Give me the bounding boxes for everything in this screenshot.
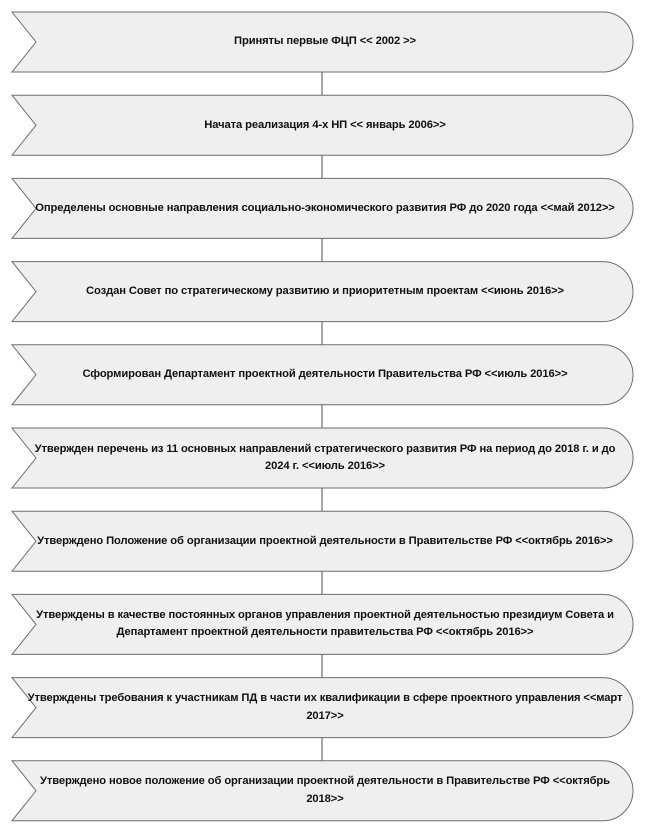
step-box-4	[10, 261, 634, 323]
step-label-10: Утверждено новое положение об организаци…	[40, 775, 610, 805]
step-label-9: Утверждены требования к участникам ПД в …	[27, 692, 623, 722]
step-box-6	[10, 427, 634, 489]
step-box-7	[10, 510, 634, 572]
step-box-2	[10, 94, 634, 156]
step-box-10	[10, 760, 634, 822]
step-label-5: Сформирован Департамент проектной деятел…	[82, 368, 568, 381]
step-box-8	[10, 593, 634, 655]
step-label-6: Утвержден перечень из 11 основных направ…	[34, 442, 616, 472]
step-box-5	[10, 344, 634, 406]
step-box-1	[10, 11, 634, 73]
step-box-9	[10, 677, 634, 739]
step-label-2: Начата реализация 4-х НП << январь 2006>…	[204, 118, 446, 131]
step-label-7: Утверждено Положение об организации прое…	[37, 534, 613, 547]
step-label-3: Определены основные направления социальн…	[35, 201, 615, 214]
step-label-1: Приняты первые ФЦП << 2002 >>	[234, 35, 416, 48]
step-label-8: Утверждены в качестве постоянных органов…	[36, 609, 614, 639]
step-label-4: Создан Совет по стратегическому развитию…	[86, 284, 564, 297]
step-box-3	[10, 177, 634, 239]
